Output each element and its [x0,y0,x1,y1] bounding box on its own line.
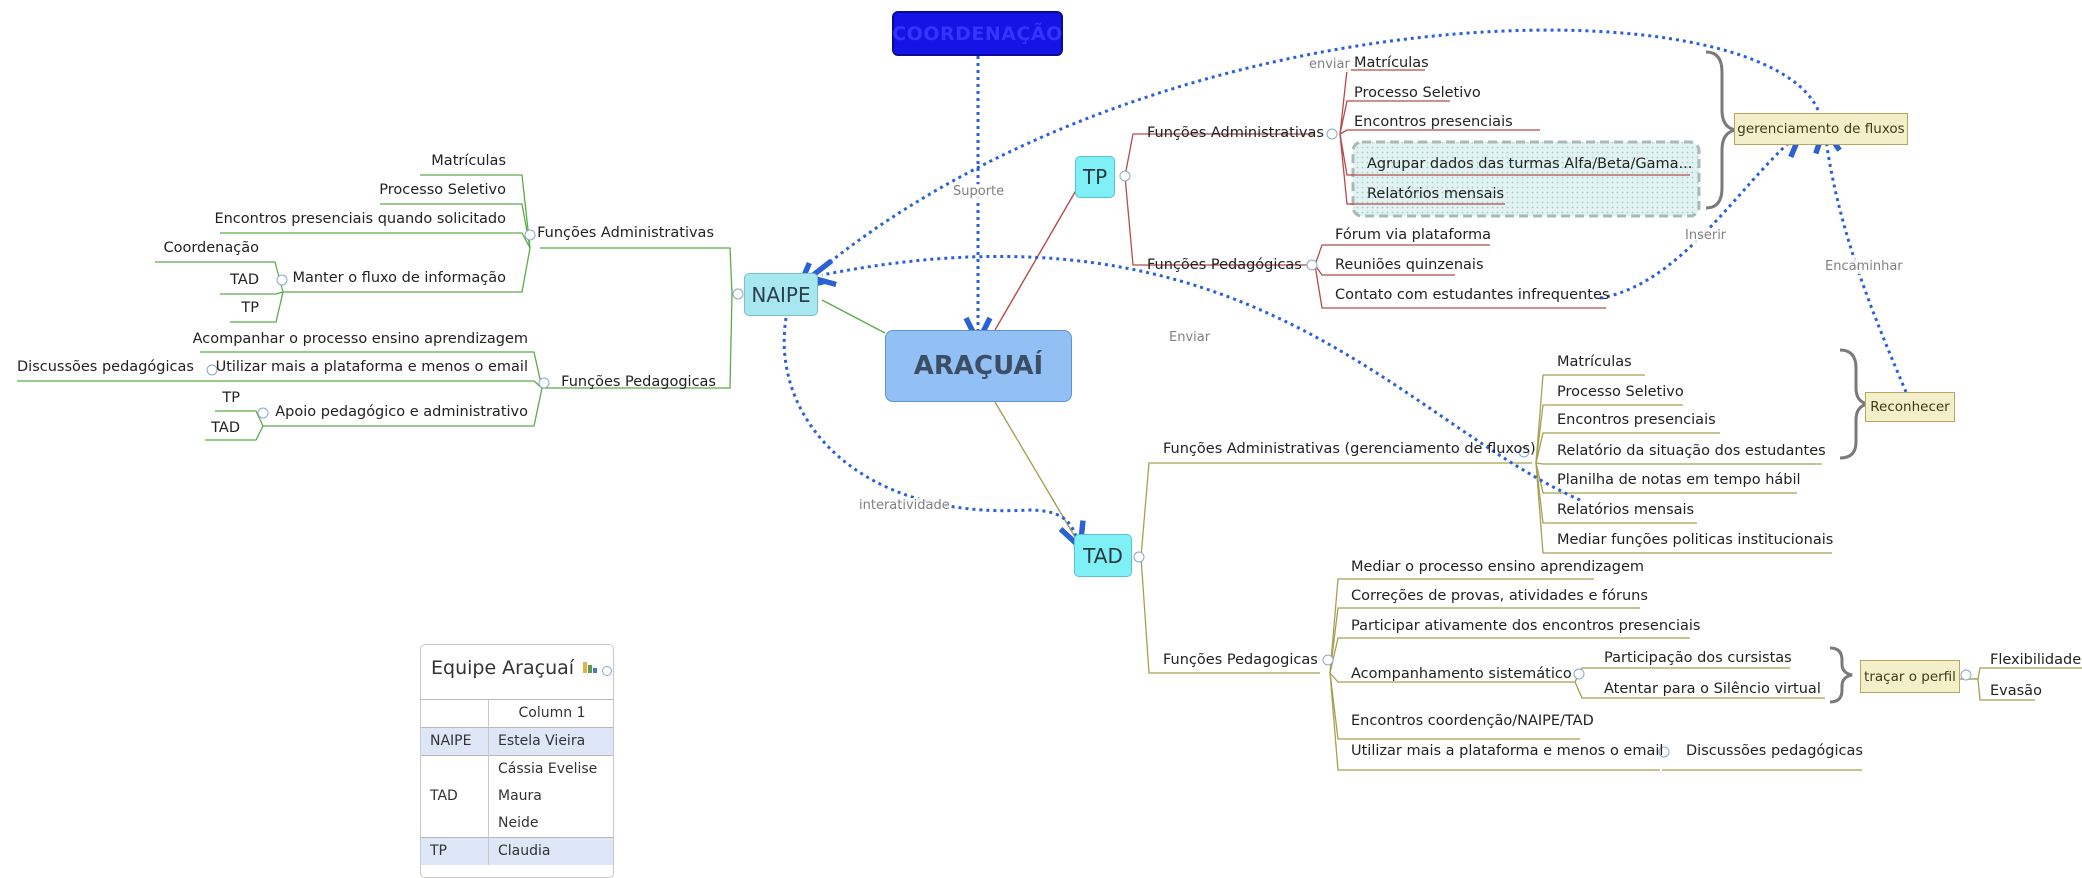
coordenacao-node[interactable]: COORDENAÇÃO [892,11,1063,56]
connector-label-encaminhar: Encaminhar [1824,259,1904,274]
naipe-apoio-item[interactable]: TAD [211,420,240,436]
tp-adm-item[interactable]: Matrículas [1354,55,1429,71]
tad-adm-item[interactable]: Processo Seletivo [1557,384,1684,400]
naipe-apoio-item[interactable]: TP [222,390,240,406]
tp-func-ped[interactable]: Funções Pedagógicas [1147,257,1302,273]
tad-discussoes[interactable]: Discussões pedagógicas [1686,743,1863,759]
tp-func-adm[interactable]: Funções Administrativas [1147,125,1324,141]
brace-acomp [1829,646,1853,704]
naipe-func-ped[interactable]: Funções Pedagogicas [561,374,716,390]
naipe-ped-item[interactable]: Acompanhar o processo ensino aprendizage… [192,331,528,347]
tp-adm-item[interactable]: Encontros presenciais [1354,114,1513,130]
tad-adm-item[interactable]: Relatórios mensais [1557,502,1695,518]
naipe-adm-item[interactable]: Encontros presenciais quando solicitado [214,211,506,227]
tp-branch-lines [1124,69,1690,309]
brace-tad-adm [1839,348,1869,460]
connector-label-inserir: Inserir [1684,228,1728,243]
tp-adm-item[interactable]: Agrupar dados das turmas Alfa/Beta/Gama.… [1367,156,1693,172]
table-cell: Neide [498,815,539,831]
naipe-node[interactable]: NAIPE [744,273,818,316]
naipe-discussoes[interactable]: Discussões pedagógicas [17,359,194,375]
naipe-collapse-icons [206,229,744,419]
tad-ped-item[interactable]: Mediar o processo ensino aprendizagem [1351,559,1644,575]
tad-acomp-item[interactable]: Atentar para o Silêncio virtual [1604,681,1821,697]
tad-adm-item[interactable]: Encontros presenciais [1557,412,1716,428]
naipe-ped-item[interactable]: Apoio pedagógico e administrativo [275,404,528,420]
tad-adm-item[interactable]: Planilha de notas em tempo hábil [1557,472,1801,488]
tad-collapse-icons [1133,446,1972,758]
connector-label-suporte: Suporte [952,184,1006,199]
connector-label-interatividade: interatividade [858,498,951,513]
tad-perfil-item[interactable]: Flexibilidade [1990,652,2082,668]
connector-label-enviar-top: enviar [1308,57,1351,72]
table-collapse-icon[interactable] [602,666,612,676]
tad-func-ped[interactable]: Funções Pedagogicas [1163,652,1318,668]
tad-ped-item[interactable]: Acompanhamento sistemático [1351,666,1572,682]
tad-adm-item[interactable]: Mediar funções politicas institucionais [1557,532,1834,548]
table-cell: Estela Vieira [488,727,613,756]
table-cell: Maura [498,788,542,804]
tp-adm-item[interactable]: Processo Seletivo [1354,85,1481,101]
table-column-header: Column 1 [488,699,613,728]
reconhecer-node[interactable]: Reconhecer [1865,392,1955,422]
brace-tp [1705,50,1737,210]
tp-node[interactable]: TP [1075,156,1115,198]
central-links [821,179,1083,538]
naipe-adm-item[interactable]: Manter o fluxo de informação [292,270,506,286]
tp-ped-item[interactable]: Contato com estudantes infrequentes [1335,287,1610,303]
tad-ped-item[interactable]: Utilizar mais a plataforma e menos o ema… [1351,743,1664,759]
tad-ped-item[interactable]: Encontros coordenção/NAIPE/TAD [1351,713,1594,729]
naipe-adm-item[interactable]: Processo Seletivo [379,182,506,198]
dotted-connectors [782,28,1908,536]
table-group: NAIPE [421,727,489,756]
tp-ped-item[interactable]: Reuniões quinzenais [1335,257,1484,273]
tp-adm-item[interactable]: Relatórios mensais [1367,186,1505,202]
table-cell: Cássia Evelise [488,755,613,783]
naipe-fluxo-item[interactable]: TP [241,300,259,316]
table-group: TP [421,837,489,865]
conn-enviar-top [808,28,1820,280]
tp-collapse-icons [1119,128,1338,271]
tad-adm-item[interactable]: Matrículas [1557,354,1632,370]
naipe-func-adm[interactable]: Funções Administrativas [537,225,714,241]
curly-braces [1705,50,1869,704]
tp-ped-item[interactable]: Fórum via plataforma [1335,227,1492,243]
tad-func-adm[interactable]: Funções Administrativas (gerenciamento d… [1163,441,1536,457]
team-table-title: Equipe Araçuaí [431,657,598,679]
tad-node[interactable]: TAD [1074,534,1132,577]
link-center-tp [994,179,1083,331]
table-cell: Claudia [488,837,613,865]
tad-perfil-item[interactable]: Evasão [1990,683,2042,699]
naipe-ped-item[interactable]: Utilizar mais a plataforma e menos o ema… [215,359,528,375]
table-group: TAD [421,783,489,810]
center-node[interactable]: ARAÇUAÍ [885,330,1072,402]
naipe-fluxo-item[interactable]: Coordenação [163,240,259,256]
link-center-tad [994,401,1076,538]
tad-acomp-item[interactable]: Participação dos cursistas [1604,650,1792,666]
conn-encaminhar [1826,140,1908,393]
gerenciamento-node[interactable]: gerenciamento de fluxos [1734,113,1908,145]
naipe-adm-item[interactable]: Matrículas [431,153,506,169]
tad-ped-item[interactable]: Correções de provas, atividades e fóruns [1351,588,1648,604]
tracar-perfil-node[interactable]: traçar o perfil [1860,660,1960,693]
dashed-group-box [1351,140,1701,218]
connector-label-enviar-mid: Enviar [1168,330,1212,345]
tad-adm-item[interactable]: Relatório da situação dos estudantes [1557,443,1826,459]
conn-interatividade [782,317,1076,536]
tad-ped-item[interactable]: Participar ativamente dos encontros pres… [1351,618,1701,634]
spreadsheet-icon [583,662,598,673]
naipe-fluxo-item[interactable]: TAD [230,272,259,288]
naipe-branch-lines [17,174,733,441]
link-center-naipe [821,299,886,334]
